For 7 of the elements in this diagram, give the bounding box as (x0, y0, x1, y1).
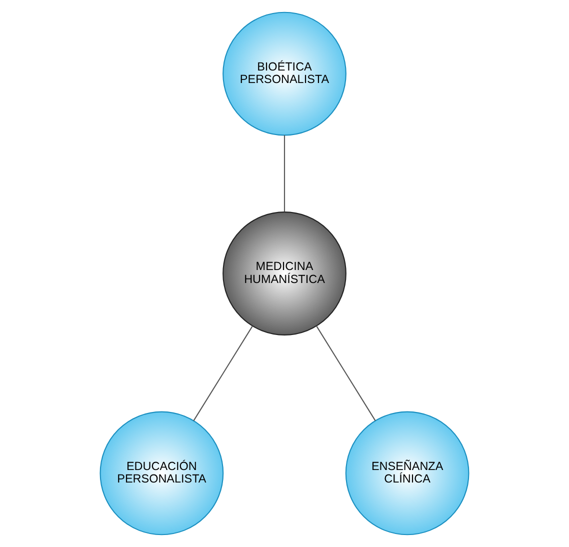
connector (316, 326, 376, 421)
node-circle: MEDICINA HUMANÍSTICA (222, 212, 346, 336)
connector (193, 326, 253, 421)
connector (284, 135, 286, 212)
node-circle: ENSEÑANZA CLÍNICA (345, 411, 470, 536)
node-circle: EDUCACIÓN PERSONALISTA (100, 411, 224, 536)
node-circle: BIOÉTICA PERSONALISTA (222, 12, 346, 136)
